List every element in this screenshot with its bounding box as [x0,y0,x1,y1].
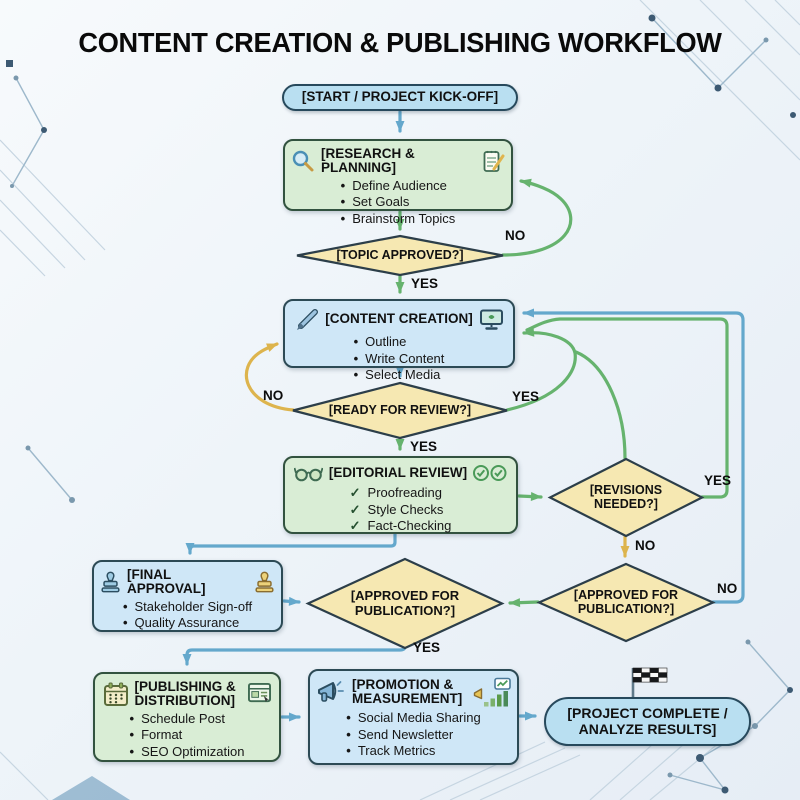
monitor-icon [479,309,503,330]
edge-label-approved-right-no: NO [717,581,738,596]
pen-icon [297,309,319,330]
node-project-complete: [PROJECT COMPLETE / ANALYZE RESULTS] [544,697,751,746]
node-promotion-measurement: [PROMOTION & MEASUREMENT] Social Media S… [308,669,519,765]
edge-label-ready-yes-right: YES [512,389,540,404]
node-start: [START / PROJECT KICK-OFF] [282,84,518,111]
stamp-yellow-icon [255,571,274,593]
notepad-pencil-icon [483,151,505,173]
editorial-item: Fact-Checking [350,518,452,535]
edge-label-topic-yes: YES [411,276,439,291]
final-item: Quality Assurance [123,615,252,632]
publishing-item: SEO Optimization [130,744,244,761]
content-item: Write Content [354,351,444,368]
edge-label-revisions-no: NO [635,538,656,553]
final-title: [FINAL APPROVAL] [127,567,206,596]
promotion-item: Send Newsletter [346,727,480,744]
content-item: Select Media [354,367,445,384]
research-item: Set Goals [341,194,456,211]
decision-approved-publication-mid: [APPROVED FOR PUBLICATION?] [308,559,502,648]
content-title: [CONTENT CREATION] [325,311,473,327]
promotion-item: Track Metrics [346,743,480,760]
ready-for-review-label: [READY FOR REVIEW?] [328,402,472,417]
decision-topic-approved: [TOPIC APPROVED?] [297,236,503,275]
editorial-item: Style Checks [350,502,452,519]
calendar-icon [103,682,128,706]
node-content-creation: [CONTENT CREATION] Outline Write Content… [283,299,515,382]
project-complete-label: [PROJECT COMPLETE / ANALYZE RESULTS] [567,705,728,737]
topic-approved-label: [TOPIC APPROVED?] [336,247,464,262]
checkered-flag-icon [631,667,668,701]
editorial-item: Proofreading [350,485,452,502]
final-item: Stakeholder Sign-off [123,599,253,616]
promotion-title: [PROMOTION & MEASUREMENT] [352,677,463,706]
glasses-icon [293,467,323,481]
edge-label-topic-no: NO [505,228,526,243]
node-research-planning: [RESEARCH & PLANNING] Define Audience Se… [283,139,513,226]
node-final-approval: [FINAL APPROVAL] Stakeholder Sign-off Qu… [92,560,283,632]
research-item: Define Audience [341,178,456,195]
analytics-cluster-icon [473,677,511,707]
revisions-needed-label: [REVISIONS NEEDED?] [589,482,663,511]
promotion-item: Social Media Sharing [346,710,481,727]
research-title: [RESEARCH & PLANNING] [321,146,415,175]
research-item: Brainstorm Topics [341,211,455,228]
page-title: CONTENT CREATION & PUBLISHING WORKFLOW [78,27,722,58]
stamp-blue-icon [101,571,120,593]
edge-label-approved-mid-yes: YES [413,640,441,655]
webpage-icon [247,683,271,703]
decision-revisions-needed: [REVISIONS NEEDED?] [550,459,702,536]
magnifier-icon [292,150,314,172]
edge-label-ready-no: NO [263,388,284,403]
decision-approved-publication-right: [APPROVED FOR PUBLICATION?] [539,564,713,641]
start-label: [START / PROJECT KICK-OFF] [301,89,499,105]
editorial-title: [EDITORIAL REVIEW] [328,465,468,481]
edge-label-ready-yes-down: YES [410,439,438,454]
decision-ready-for-review: [READY FOR REVIEW?] [293,383,507,438]
approved-publication-mid-label: [APPROVED FOR PUBLICATION?] [350,588,460,618]
approved-publication-right-label: [APPROVED FOR PUBLICATION?] [573,587,679,616]
double-check-icon [473,465,507,481]
node-editorial-review: [EDITORIAL REVIEW] Proofreading Style Ch… [283,456,518,534]
node-publishing-distribution: [PUBLISHING & DISTRIBUTION] Schedule Pos… [93,672,281,762]
publishing-item: Schedule Post [130,711,245,728]
content-item: Outline [354,334,445,351]
megaphone-icon [318,680,344,702]
publishing-item: Format [130,727,245,744]
publishing-title: [PUBLISHING & DISTRIBUTION] [134,679,236,708]
edge-label-revisions-yes: YES [704,473,732,488]
